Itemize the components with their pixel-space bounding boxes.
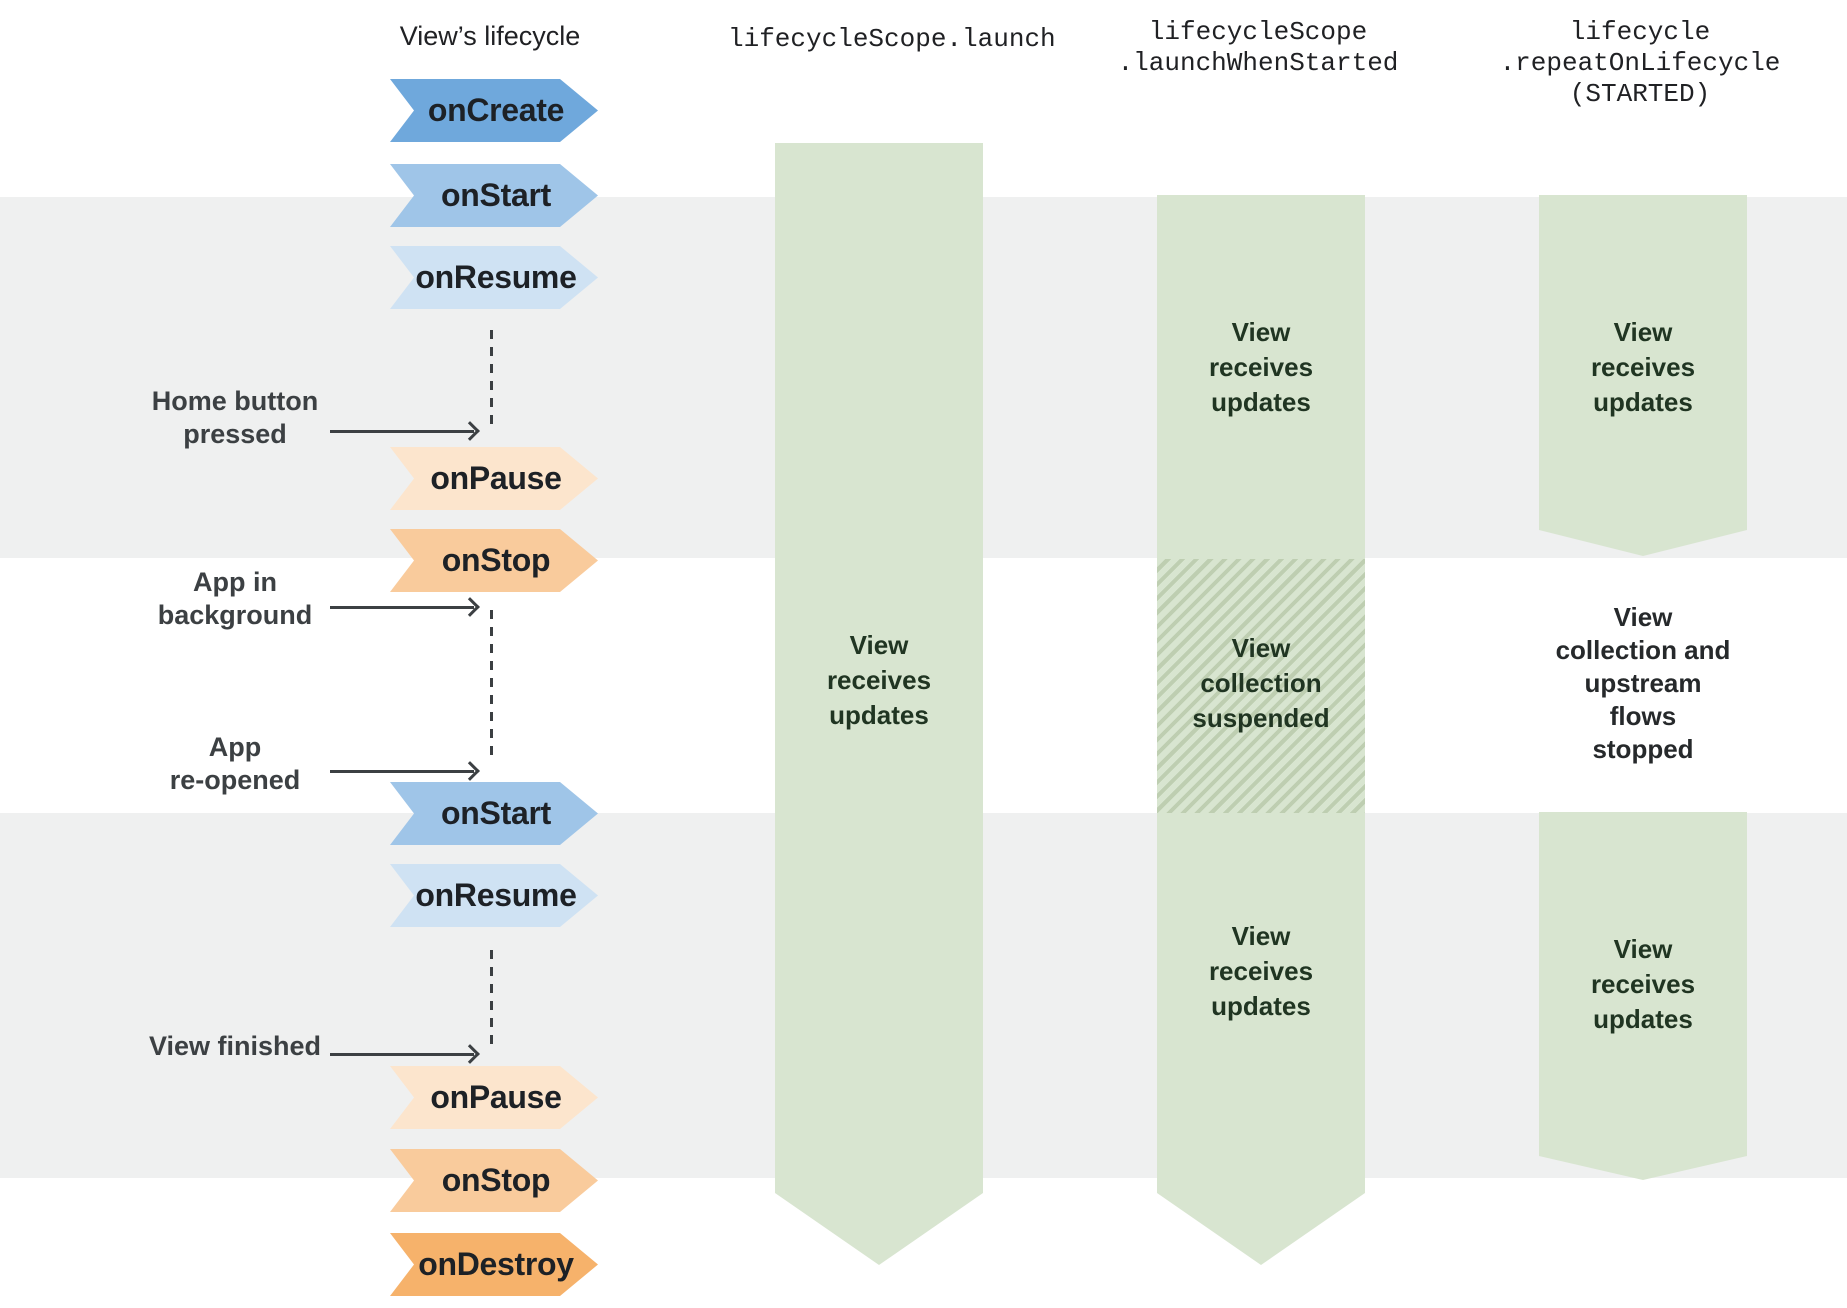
column-header-repeatonlifecycle: lifecycle .repeatOnLifecycle (STARTED) <box>1499 17 1781 109</box>
stopped-flows-label: View collection and upstream flows stopp… <box>1555 602 1731 764</box>
event-arrow <box>330 770 474 773</box>
event-label-app-in-background: App in background <box>157 567 313 630</box>
band-repeatonlifecycle-top: View receives updates <box>1539 195 1747 556</box>
band-label: View receives updates <box>1208 921 1314 1021</box>
event-arrow <box>330 430 474 433</box>
suspended-hatch-section: View collection suspended <box>1157 559 1365 813</box>
band-lifecyclescope-launch: View receives updates <box>775 143 983 1265</box>
event-arrow <box>330 606 474 609</box>
band-label: View receives updates <box>826 630 932 730</box>
dashed-connector <box>490 950 493 1050</box>
chevron-onresume: onResume <box>390 246 598 309</box>
chevron-onpause: onPause <box>390 1066 598 1129</box>
band-label: View receives updates <box>1208 317 1314 417</box>
column-header-lifecyclescope-launch: lifecycleScope.launch <box>728 24 1056 54</box>
column-header-views-lifecycle: View’s lifecycle <box>399 21 581 51</box>
band-label: View receives updates <box>1590 934 1696 1034</box>
event-label-app-reopened: App re-opened <box>169 732 301 795</box>
chevron-ondestroy: onDestroy <box>390 1233 598 1296</box>
event-arrow <box>330 1053 474 1056</box>
chevron-onstop: onStop <box>390 1149 598 1212</box>
column-header-launchwhenstarted: lifecycleScope .launchWhenStarted <box>1117 17 1399 78</box>
band-repeatonlifecycle-bottom: View receives updates <box>1539 812 1747 1180</box>
chevron-oncreate: onCreate <box>390 79 598 142</box>
chevron-onstop: onStop <box>390 529 598 592</box>
band-label: View receives updates <box>1590 317 1696 417</box>
band-label: View collection suspended <box>1192 633 1330 733</box>
event-label-view-finished: View finished <box>148 1031 322 1061</box>
chevron-onresume: onResume <box>390 864 598 927</box>
dashed-connector <box>490 330 493 430</box>
dashed-connector <box>490 610 493 763</box>
chevron-onstart: onStart <box>390 164 598 227</box>
band-launchwhenstarted: View receives updates View collection su… <box>1157 195 1365 1265</box>
chevron-onpause: onPause <box>390 447 598 510</box>
chevron-onstart: onStart <box>390 782 598 845</box>
event-label-home-button-pressed: Home button pressed <box>151 386 319 449</box>
